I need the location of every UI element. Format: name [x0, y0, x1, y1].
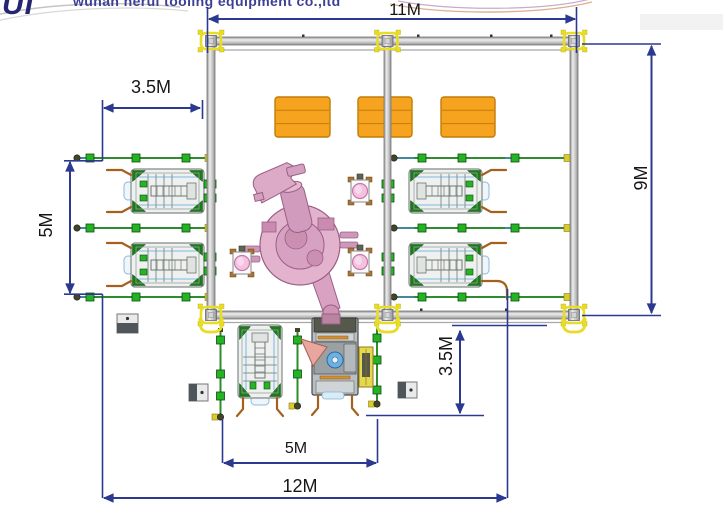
tooling-station-right-1: [408, 168, 490, 214]
fence-clamp-top-left: [196, 28, 226, 54]
fence-clamp-top-middle: [373, 28, 402, 54]
dim-label-overall-width: 12M: [282, 476, 318, 496]
company-title: wuhan herui tooling equipment co.,ltd: [73, 0, 341, 9]
tool-stand-upper-right: [347, 173, 373, 206]
tooling-station-left-1: [123, 168, 205, 214]
tooling-station-left-2: [123, 242, 205, 288]
fence-right-wall: [569, 36, 579, 320]
dim-left-setback: [101, 100, 204, 161]
fence-clamp-top-right: [559, 28, 589, 54]
rail-right-1: [389, 153, 577, 163]
dim-front-span: [221, 419, 379, 468]
dim-cell-depth: [582, 43, 661, 317]
control-box-3: [397, 381, 418, 399]
dim-overall-width: [102, 289, 509, 503]
dim-label-left-setback: 3.5M: [130, 77, 172, 97]
tooling-station-right-2: [408, 242, 490, 288]
fence-left-wall: [206, 36, 216, 320]
rail-right-2: [389, 223, 577, 233]
dim-front-setback: [366, 324, 547, 417]
company-logo: UI: [2, 0, 34, 21]
dim-left-span: [64, 160, 104, 498]
robot-icon: [241, 162, 359, 325]
dim-label-front-setback: 3.5M: [436, 335, 456, 377]
fence-clamp-bottom-middle: [375, 304, 401, 332]
slide-swoosh-decoration: [0, 0, 723, 30]
tool-stand-left: [229, 245, 255, 278]
rail-front-2: [288, 328, 302, 410]
hose-group: [105, 168, 509, 418]
cart-yellow-unit: [358, 346, 374, 388]
rail-right-3: [389, 292, 577, 302]
dim-label-left-span: 5M: [36, 212, 56, 238]
dimension-lines: [64, 7, 661, 503]
robot-gripper: [252, 162, 306, 204]
tooling-station-front: [237, 324, 283, 406]
robot-base-cart: [300, 317, 374, 400]
pallet-3: [440, 96, 496, 138]
dim-label-cell-depth: 9M: [631, 165, 651, 191]
rail-front-3: [368, 326, 382, 408]
rail-left-2: [72, 223, 213, 233]
pallet-1: [274, 96, 331, 138]
fence-clamp-bottom-left: [198, 304, 224, 332]
fence-clamp-bottom-right: [561, 304, 587, 332]
dim-label-cell-width: 11M: [389, 0, 421, 19]
dim-cell-width: [206, 7, 578, 53]
control-box-1: [116, 313, 139, 334]
cart-wedge: [300, 338, 328, 367]
fence-partition: [383, 36, 392, 320]
tool-stand-right: [347, 244, 373, 277]
rail-front-1: [211, 328, 225, 421]
dim-label-front-span: 5M: [284, 440, 308, 457]
control-box-2: [188, 383, 209, 402]
